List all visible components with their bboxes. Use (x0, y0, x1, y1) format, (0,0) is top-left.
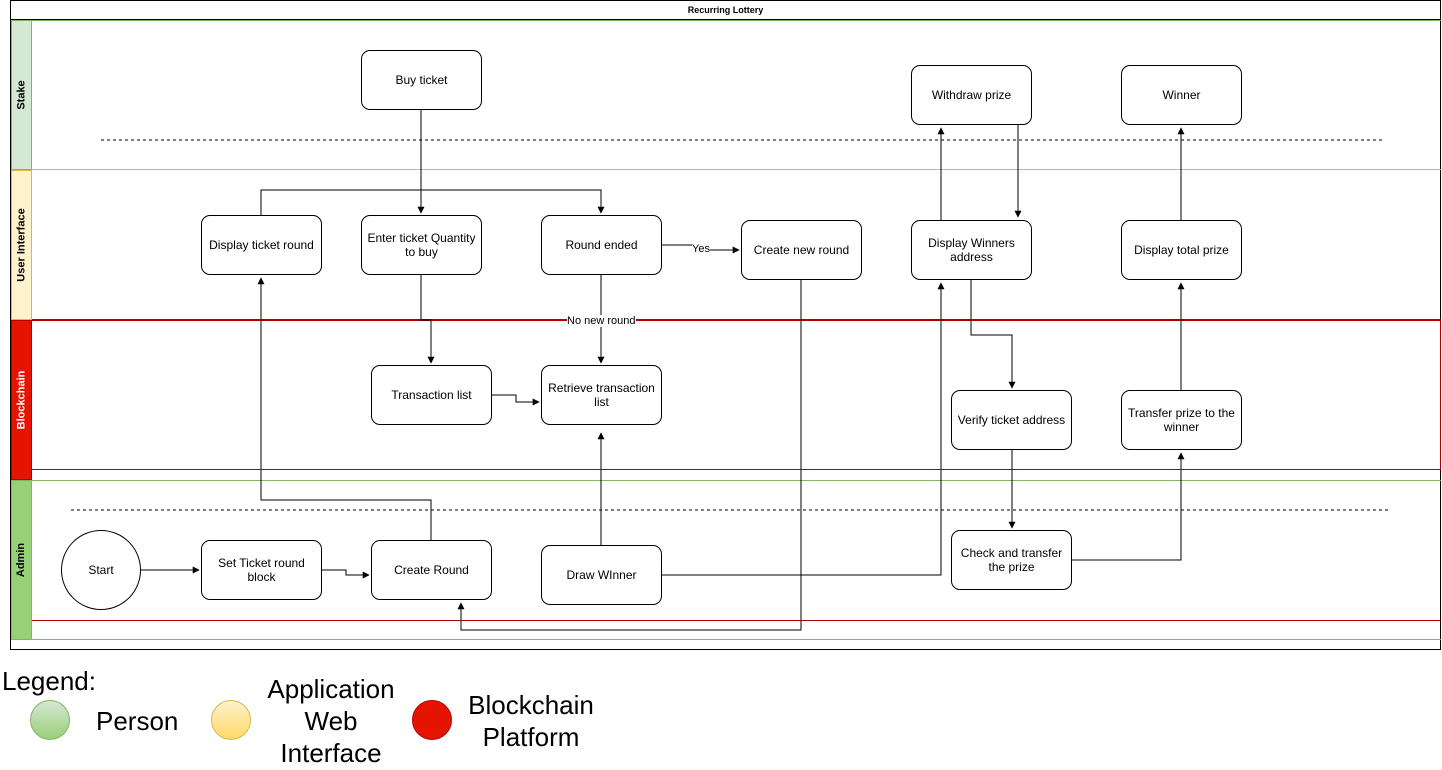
legend-title: Legend: (2, 666, 96, 696)
node-create-new-round[interactable]: Create new round (741, 220, 862, 280)
node-display-winners-address[interactable]: Display Winners address (911, 220, 1032, 280)
node-start[interactable]: Start (61, 530, 141, 610)
node-transaction-list[interactable]: Transaction list (371, 365, 492, 425)
lane-user-interface (11, 170, 1441, 320)
node-check-and-transfer[interactable]: Check and transfer the prize (951, 530, 1072, 590)
node-enter-ticket-quantity[interactable]: Enter ticket Quantity to buy (361, 215, 482, 275)
legend-blockchain-swatch (412, 700, 452, 740)
node-retrieve-transaction-list[interactable]: Retrieve transaction list (541, 365, 662, 425)
edge-create-new-to-create-round (457, 280, 802, 631)
node-transfer-prize[interactable]: Transfer prize to the winner (1121, 390, 1242, 450)
lane-blockchain (11, 320, 1441, 470)
edge-label-yes: Yes (692, 243, 710, 255)
diagram-title: Recurring Lottery (10, 0, 1441, 20)
edge-create-round-to-display-round (257, 277, 432, 540)
edge-display-winners-to-verify (970, 280, 1016, 389)
legend-person-label: Person (96, 706, 179, 736)
legend-blockchain-label: Blockchain Platform (468, 690, 594, 752)
edge-enter-quantity-to-transaction-list (420, 275, 435, 364)
legend-app-swatch (211, 700, 251, 740)
node-round-ended[interactable]: Round ended (541, 215, 662, 275)
node-display-ticket-round[interactable]: Display ticket round (201, 215, 322, 275)
node-winner[interactable]: Winner (1121, 65, 1242, 125)
edge-draw-winner-to-display-winners (661, 282, 945, 576)
node-display-total-prize[interactable]: Display total prize (1121, 220, 1242, 280)
legend-app-label: Application Web Interface (267, 674, 395, 768)
lane-label-stake: Stake (11, 20, 32, 170)
admin-inner-border (32, 620, 1441, 621)
node-set-ticket-round-block[interactable]: Set Ticket round block (201, 540, 322, 600)
node-withdraw-prize[interactable]: Withdraw prize (911, 65, 1032, 125)
lane-label-admin: Admin (11, 480, 32, 640)
node-create-round[interactable]: Create Round (371, 540, 492, 600)
edge-display-round-to-round-ended (260, 189, 605, 215)
lane-label-user-interface: User Interface (11, 170, 32, 320)
edge-set-round-to-create-round (321, 569, 370, 579)
lane-stake (11, 20, 1441, 170)
edge-label-no-new-round: No new round (567, 315, 636, 327)
node-verify-ticket-address[interactable]: Verify ticket address (951, 390, 1072, 450)
legend-person-swatch (30, 700, 70, 740)
node-buy-ticket[interactable]: Buy ticket (361, 50, 482, 110)
edge-transaction-list-to-retrieve (491, 394, 540, 406)
node-draw-winner[interactable]: Draw WInner (541, 545, 662, 605)
lane-label-blockchain: Blockchain (11, 320, 32, 480)
lane-admin (11, 480, 1441, 640)
edge-check-transfer-to-transfer-prize (1071, 452, 1185, 561)
